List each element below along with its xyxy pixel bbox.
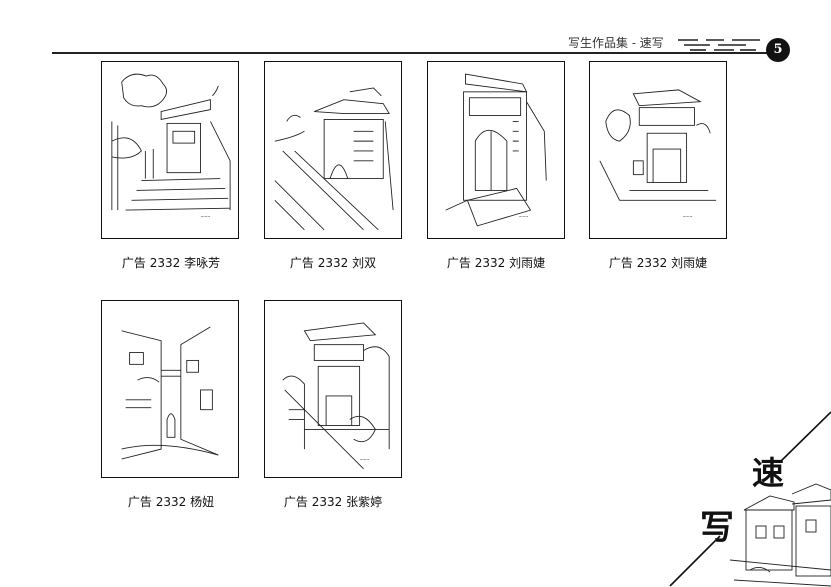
page-number-badge: 5: [766, 38, 790, 62]
header-dash-ornament: [678, 39, 760, 51]
sketch-card-1: ~~~: [101, 61, 239, 239]
sketch-card-2: [264, 61, 402, 239]
page-header-title: 写生作品集 - 速写: [568, 36, 664, 50]
river-street-sketch: [274, 87, 394, 231]
caption-6: 广告 2332 张紫婷: [283, 495, 383, 509]
svg-text:~~~: ~~~: [201, 214, 211, 219]
old-town-gate-sketch: ~~~: [282, 322, 390, 470]
village-corner-illustration: [669, 411, 831, 587]
caption-4: 广告 2332 刘雨婕: [608, 256, 708, 270]
gatehouse-sketch: ~~~: [599, 89, 717, 219]
decoration-char-top: 速: [752, 454, 785, 492]
svg-text:~~~: ~~~: [519, 214, 529, 219]
alley-stairs-sketch: ~~~: [111, 73, 231, 219]
svg-text:~~~: ~~~: [683, 214, 693, 219]
decoration-char-bottom: 写: [700, 508, 734, 548]
sketch-card-6: ~~~: [264, 300, 402, 478]
narrow-alley-sketch: [121, 326, 219, 460]
caption-2: 广告 2332 刘双: [289, 256, 377, 270]
caption-1: 广告 2332 李咏芳: [121, 256, 221, 270]
sketch-card-3: ~~~: [427, 61, 565, 239]
sketch-card-5: [101, 300, 239, 478]
header-rule: [52, 52, 782, 54]
sketch-card-4: ~~~: [589, 61, 727, 239]
arched-doorway-sketch: ~~~: [445, 73, 547, 227]
svg-text:~~~: ~~~: [360, 457, 370, 462]
caption-3: 广告 2332 刘雨婕: [446, 256, 546, 270]
caption-5: 广告 2332 杨妞: [127, 495, 215, 509]
